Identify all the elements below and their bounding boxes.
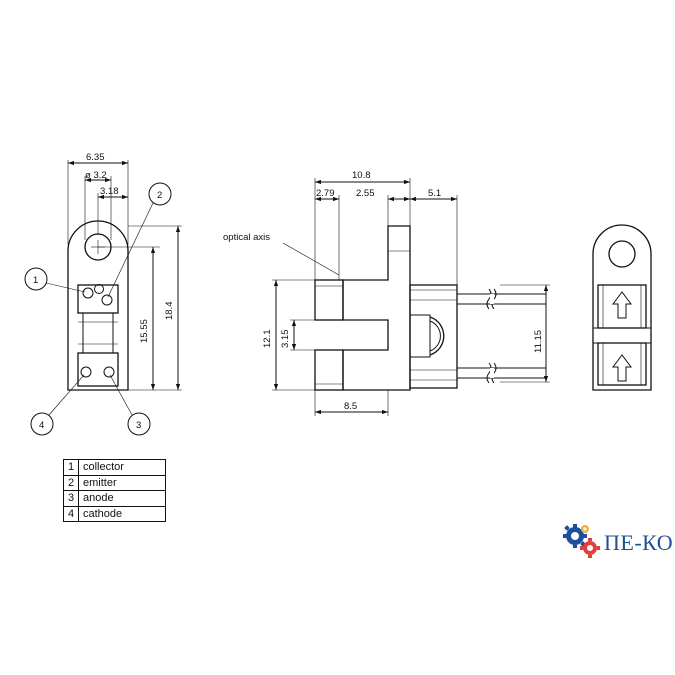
logo-text: ПЕ-КО [604, 530, 674, 555]
dim-c: 5.1 [428, 188, 441, 199]
dim-hole-dia: ø 3.2 [85, 170, 107, 181]
svg-text:3: 3 [136, 420, 141, 431]
pin-number: 4 [63, 505, 79, 522]
callout-2 [148, 182, 172, 206]
dim-lead-span: 11.15 [533, 330, 544, 353]
back-view [592, 224, 652, 391]
dim-hole-pos: 3.18 [100, 186, 119, 197]
pin-2 [101, 294, 113, 306]
pin-name: cathode [78, 505, 166, 522]
pin-3 [103, 366, 115, 378]
pin-2-top [94, 284, 104, 294]
svg-text:4: 4 [39, 420, 44, 431]
pin-legend-table: 1 collector 2 emitter 3 anode 4 cathode [63, 459, 166, 522]
dim-a: 2.79 [316, 188, 335, 199]
legend-row: 3 anode [63, 490, 166, 507]
pin-name: collector [78, 459, 166, 476]
optical-axis-label: optical axis [223, 232, 270, 243]
legend-row: 2 emitter [63, 474, 166, 491]
middle-channel [82, 312, 114, 354]
callout-1 [24, 267, 48, 291]
lower-pin-block [77, 352, 119, 387]
back-view-outline [592, 224, 652, 391]
up-arrow-icon [612, 291, 632, 319]
legend-row: 4 cathode [63, 505, 166, 522]
main-body [342, 225, 411, 391]
callout-4 [30, 412, 54, 436]
up-arrow-icon [612, 354, 632, 382]
pin-name: anode [78, 490, 166, 507]
svg-text:1: 1 [33, 275, 38, 286]
front-view: 6.35 ø 3.2 3.18 15.55 18.4 1 2 4 3 [24, 152, 182, 436]
dim-width: 6.35 [86, 152, 105, 163]
dim-gap: 3.15 [280, 330, 291, 349]
dim-base: 8.5 [344, 401, 357, 412]
dim-height-inner: 15.55 [139, 319, 150, 343]
callout-3 [127, 412, 151, 436]
pin-number: 2 [63, 474, 79, 491]
pin-1 [82, 287, 94, 299]
front-view-outline [67, 220, 129, 391]
dim-height-total: 18.4 [164, 302, 175, 321]
svg-text:2: 2 [157, 190, 162, 201]
legend-row: 1 collector [63, 459, 166, 476]
pin-name: emitter [78, 474, 166, 491]
housing [409, 284, 458, 389]
dim-b: 2.55 [356, 188, 375, 199]
logo-gears-icon [563, 524, 600, 558]
pin-4 [80, 366, 92, 378]
dim-height: 12.1 [262, 330, 273, 349]
side-view: 10.8 2.79 2.55 5.1 optical axis 12.1 3.1… [223, 170, 550, 416]
pin-number: 3 [63, 490, 79, 507]
back-mounting-hole [608, 240, 636, 268]
back-lower-block [597, 342, 647, 386]
dim-overall: 10.8 [352, 170, 371, 181]
pin-number: 1 [63, 459, 79, 476]
